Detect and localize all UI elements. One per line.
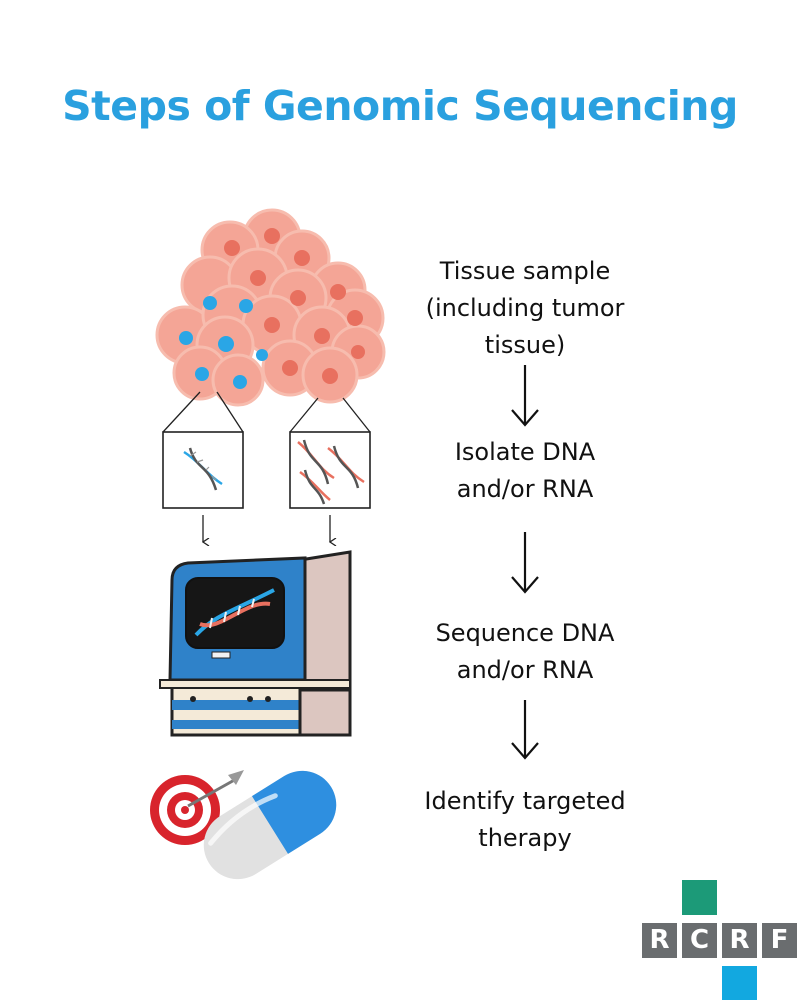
capsule-icon [203, 770, 337, 880]
logo-letter-f: F [762, 923, 797, 958]
dna-helix-icon [183, 447, 223, 491]
logo-letter-c: C [682, 923, 717, 958]
logo-letter-r1: R [642, 923, 677, 958]
rna-box [289, 431, 371, 509]
rna-helix-icon [297, 439, 365, 505]
step-tissue-sample: Tissue sample (including tumor tissue) [425, 257, 625, 359]
flow-arrows [511, 365, 539, 760]
target-icon [150, 770, 244, 845]
tissue-cells-icon [155, 208, 386, 407]
logo-green-square [682, 880, 717, 915]
sequencer-machine-icon [159, 550, 352, 737]
logo-blue-square [722, 966, 757, 1000]
page-title: Steps of Genomic Sequencing [62, 82, 738, 130]
step-isolate: Isolate DNA and/or RNA [454, 438, 596, 503]
step-identify: Identify targeted therapy [424, 787, 626, 852]
logo-letter-r2: R [722, 923, 757, 958]
zoom-lines [162, 391, 371, 433]
step-sequence: Sequence DNA and/or RNA [435, 619, 615, 684]
dna-box [162, 431, 244, 509]
